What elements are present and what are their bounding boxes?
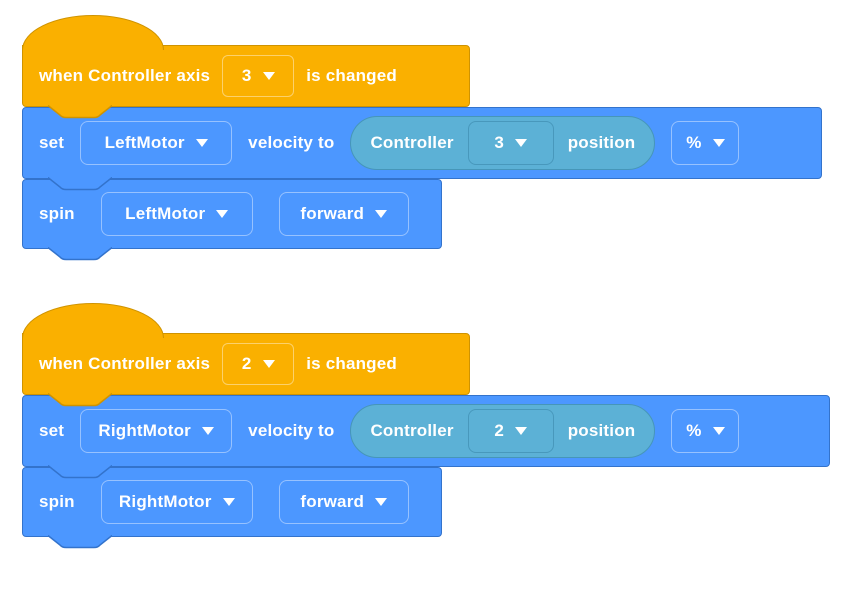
- motor-value: LeftMotor: [125, 204, 206, 223]
- axis-value: 2: [241, 354, 252, 373]
- set-velocity-block[interactable]: set LeftMotor velocity to Controller 3 p…: [22, 107, 822, 179]
- axis-dropdown[interactable]: 2: [222, 343, 295, 385]
- spin-keyword: spin: [39, 492, 75, 511]
- motor-dropdown[interactable]: RightMotor: [100, 480, 253, 524]
- spin-keyword: spin: [39, 204, 75, 223]
- spin-block[interactable]: spin LeftMotor forward: [22, 179, 442, 249]
- chevron-down-icon: [515, 139, 528, 147]
- axis-value: 2: [494, 421, 505, 440]
- connector-tab: [48, 177, 112, 191]
- chevron-down-icon: [201, 427, 214, 435]
- hat-dome[interactable]: [22, 303, 164, 338]
- connector-tab: [48, 465, 112, 479]
- axis-value: 3: [494, 133, 505, 152]
- chevron-down-icon: [375, 498, 388, 506]
- direction-dropdown[interactable]: forward: [278, 192, 409, 236]
- motor-value: RightMotor: [98, 421, 191, 440]
- direction-dropdown[interactable]: forward: [278, 480, 409, 524]
- connector-tab: [48, 535, 112, 549]
- axis-dropdown[interactable]: 3: [467, 121, 554, 165]
- connector-tab: [48, 247, 112, 261]
- controller-position-reporter[interactable]: Controller 2 position: [350, 404, 656, 458]
- chevron-down-icon: [195, 139, 208, 147]
- chevron-down-icon: [262, 360, 275, 368]
- chevron-down-icon: [216, 210, 229, 218]
- device-label: Controller: [370, 133, 454, 152]
- spin-block[interactable]: spin RightMotor forward: [22, 467, 442, 537]
- chevron-down-icon: [262, 72, 275, 80]
- position-label: position: [567, 421, 636, 440]
- connector-tab: [48, 393, 112, 407]
- chevron-down-icon: [515, 427, 528, 435]
- set-keyword: set: [39, 421, 65, 440]
- motor-value: RightMotor: [118, 492, 212, 511]
- chevron-down-icon: [222, 498, 235, 506]
- velocity-to-label: velocity to: [248, 133, 335, 152]
- axis-dropdown[interactable]: 3: [222, 55, 295, 97]
- set-keyword: set: [39, 133, 65, 152]
- controller-position-reporter[interactable]: Controller 3 position: [350, 116, 656, 170]
- direction-value: forward: [300, 492, 365, 511]
- unit-value: %: [686, 133, 702, 152]
- chevron-down-icon: [712, 139, 725, 147]
- velocity-to-label: velocity to: [248, 421, 335, 440]
- hat-label-after: is changed: [306, 66, 398, 85]
- hat-block-when-controller-axis[interactable]: when Controller axis 2 is changed: [22, 333, 470, 395]
- direction-value: forward: [300, 204, 365, 223]
- motor-dropdown[interactable]: LeftMotor: [80, 121, 233, 165]
- hat-label-before: when Controller axis: [39, 66, 211, 85]
- hat-label-before: when Controller axis: [39, 354, 211, 373]
- motor-value: LeftMotor: [104, 133, 185, 152]
- set-velocity-block[interactable]: set RightMotor velocity to Controller 2 …: [22, 395, 830, 467]
- motor-dropdown[interactable]: LeftMotor: [100, 192, 253, 236]
- hat-dome[interactable]: [22, 15, 164, 50]
- chevron-down-icon: [375, 210, 388, 218]
- unit-value: %: [686, 421, 702, 440]
- device-label: Controller: [370, 421, 454, 440]
- motor-dropdown[interactable]: RightMotor: [80, 409, 233, 453]
- unit-dropdown[interactable]: %: [671, 121, 740, 165]
- axis-dropdown[interactable]: 2: [467, 409, 554, 453]
- connector-tab: [48, 105, 112, 119]
- hat-label-after: is changed: [306, 354, 398, 373]
- hat-block-when-controller-axis[interactable]: when Controller axis 3 is changed: [22, 45, 470, 107]
- unit-dropdown[interactable]: %: [671, 409, 740, 453]
- axis-value: 3: [241, 66, 252, 85]
- chevron-down-icon: [712, 427, 725, 435]
- position-label: position: [567, 133, 636, 152]
